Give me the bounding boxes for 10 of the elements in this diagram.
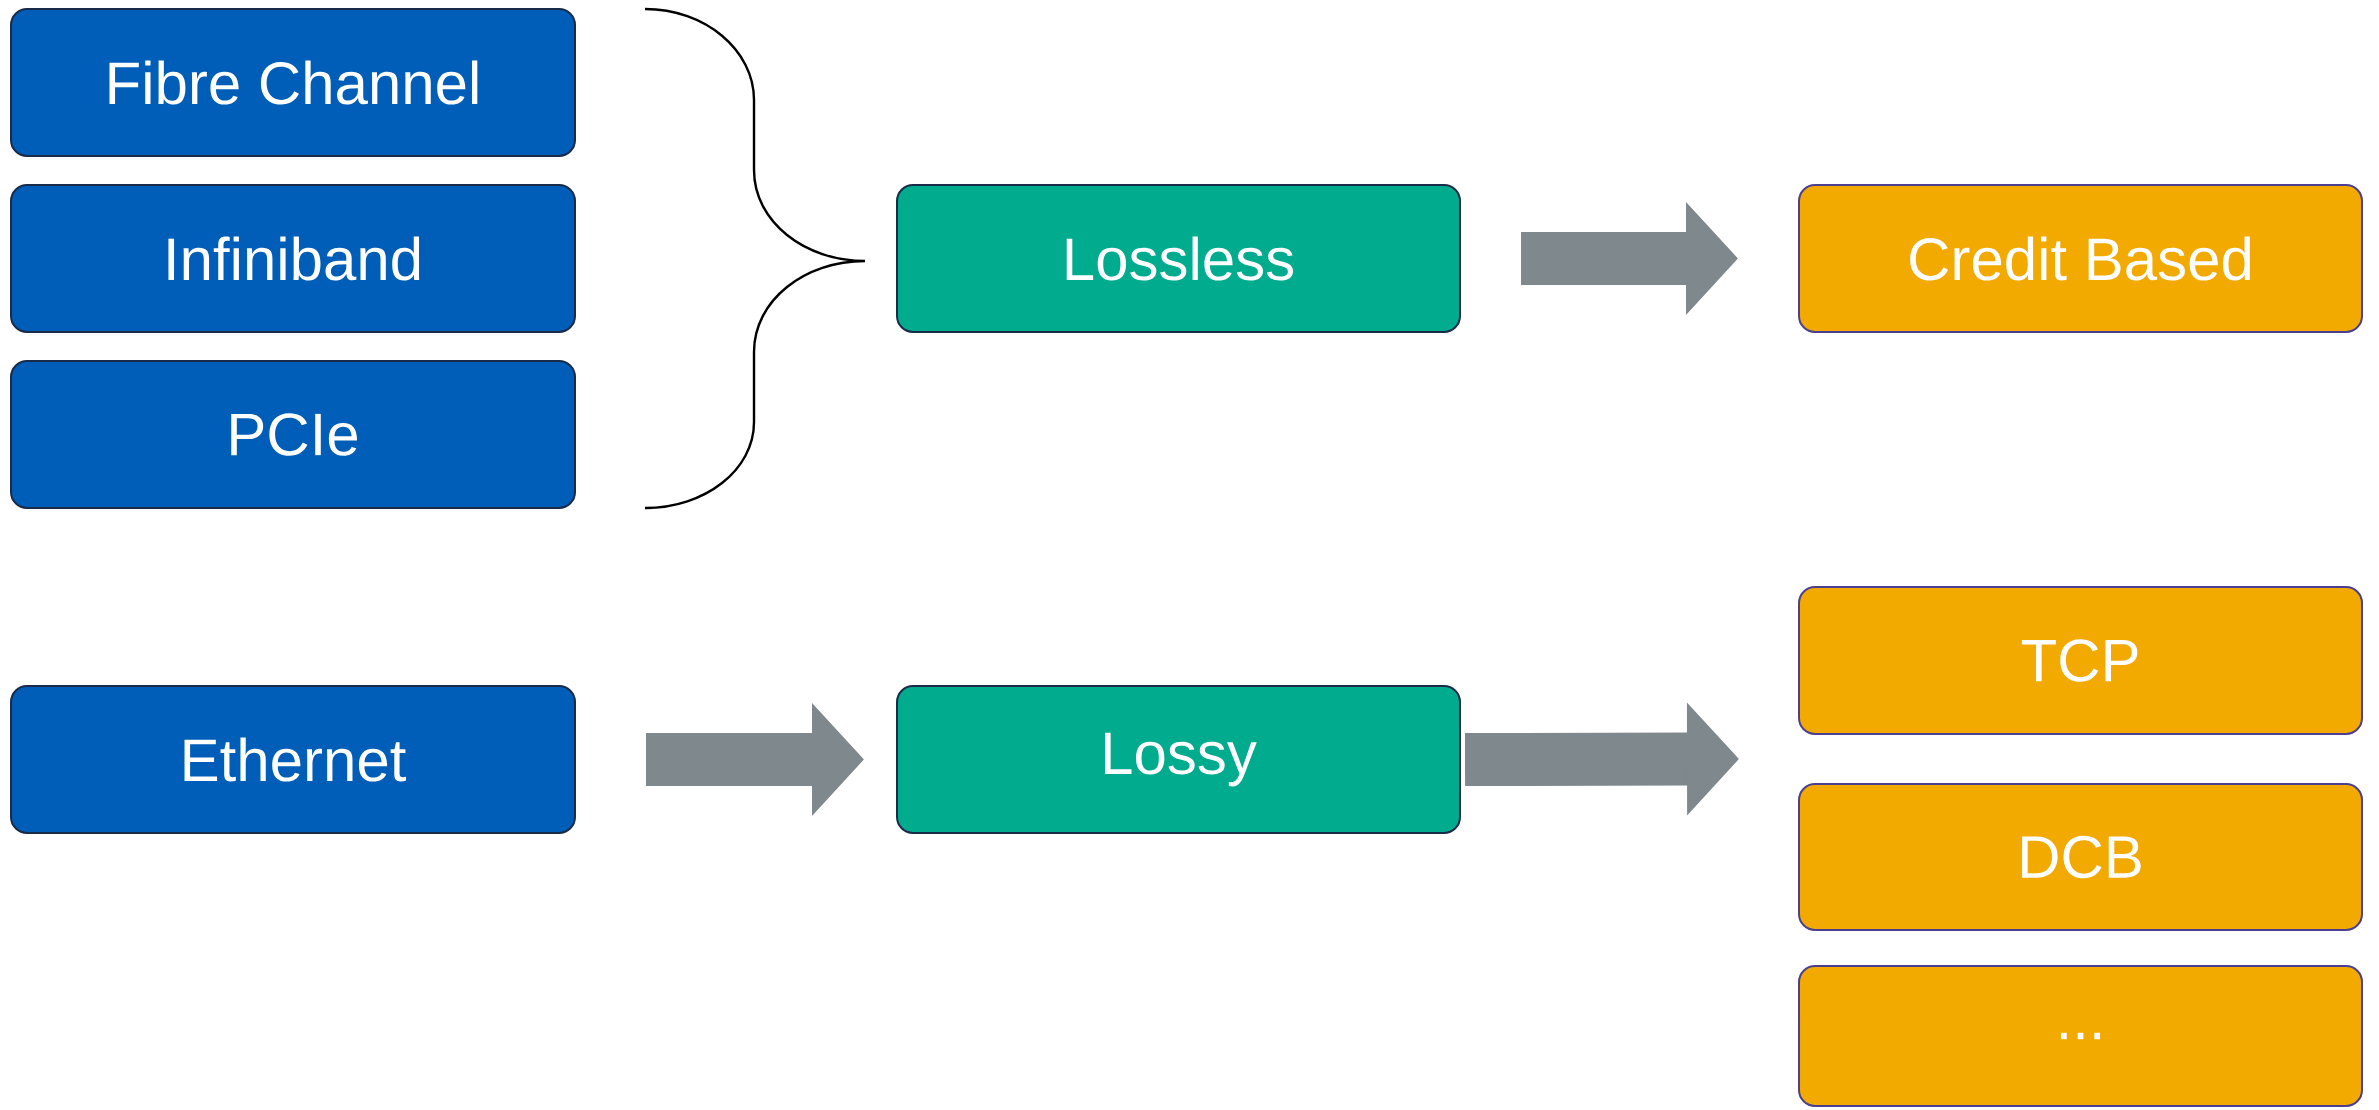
mechanism-box: ... — [1798, 965, 2363, 1107]
protocol-box: Fibre Channel — [10, 8, 576, 157]
mechanism-box: TCP — [1798, 586, 2363, 735]
category-box: Lossy — [896, 685, 1461, 834]
mechanism-box: Credit Based — [1798, 184, 2363, 333]
category-box: Lossless — [896, 184, 1461, 333]
mechanism-box: DCB — [1798, 783, 2363, 931]
protocol-box: PCIe — [10, 360, 576, 509]
protocol-box: Infiniband — [10, 184, 576, 333]
protocol-box: Ethernet — [10, 685, 576, 834]
